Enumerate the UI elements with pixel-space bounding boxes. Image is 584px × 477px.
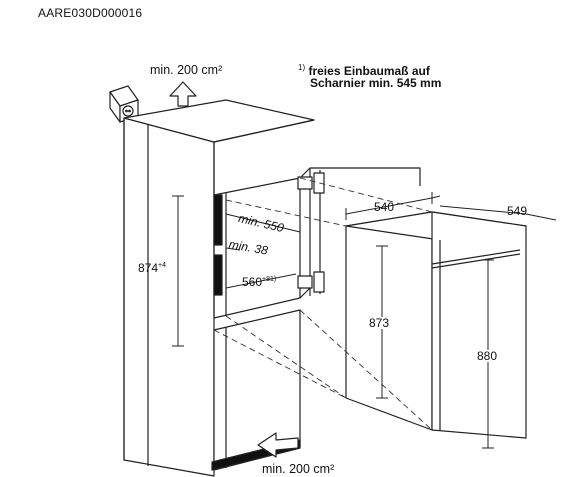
footnote-marker: 1) [298,63,306,72]
air-flow-in-arrow-icon [257,432,299,458]
dim-874-value: 874 [138,261,159,275]
dim-549-label: 549 [507,204,528,218]
dim-560-value: 560 [242,275,263,289]
vent-area-top-label: min. 200 cm² [150,63,223,77]
dim-874-tolerance: +4 [158,262,167,269]
footnote-line-1: 1) freies Einbaumaß auf [298,63,430,78]
dim-560-tolerance: +8 [262,276,271,283]
dim-560-note: 1) [270,276,277,283]
footnote-line-2: Scharnier min. 545 mm [310,76,442,90]
vent-strip-mid [213,254,223,296]
footnote-text-1: freies Einbaumaß auf [308,64,430,78]
air-flow-up-arrow-icon [169,81,197,107]
vent-strip-top [213,194,223,246]
vent-area-bottom-label: min. 200 cm² [262,462,335,476]
dim-560-label: 560+81) [242,276,276,288]
dim-540-label: 540 [374,200,395,214]
dim-873-label: 873 [369,316,390,330]
dim-874-label: 874+4 [138,262,166,274]
hinge-bottom [297,271,325,293]
hinge-top [297,172,325,194]
cabinet [123,99,421,477]
document-code: AARE030D000016 [38,6,143,20]
dim-880-label: 880 [477,349,498,363]
